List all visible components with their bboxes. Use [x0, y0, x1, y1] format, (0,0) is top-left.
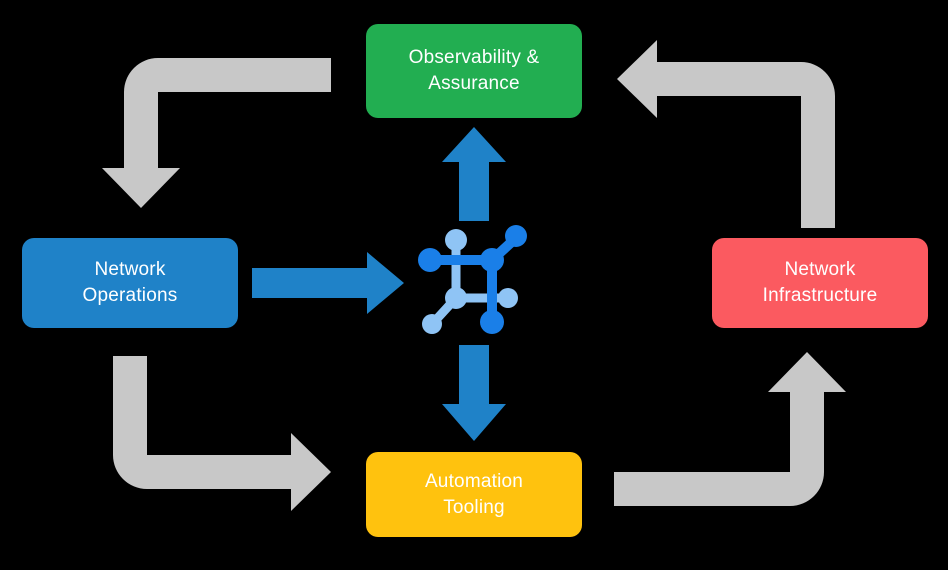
node-infrastructure-label: Network Infrastructure — [763, 257, 878, 308]
arrow-automation-to-infrastructure — [614, 352, 846, 506]
node-observability-line1: Observability & — [408, 47, 540, 69]
arrow-center-to-automation — [442, 345, 506, 441]
node-automation-label: Automation Tooling — [425, 469, 523, 520]
node-automation-line2: Tooling — [443, 496, 505, 518]
arrow-operations-to-automation — [113, 356, 331, 511]
arrow-center-to-observability — [442, 127, 506, 221]
network-topology-icon — [418, 225, 527, 334]
node-network-operations[interactable]: Network Operations — [22, 238, 238, 328]
arrow-observability-to-operations — [102, 58, 331, 208]
topology-nodes-dark — [418, 225, 527, 334]
node-automation-line1: Automation — [424, 470, 524, 492]
arrow-operations-to-center — [252, 252, 404, 314]
node-operations-label: Network Operations — [83, 257, 178, 308]
arrow-infrastructure-to-observability — [617, 40, 835, 228]
node-observability-label: Observability & Assurance — [409, 45, 540, 96]
node-observability-assurance[interactable]: Observability & Assurance — [366, 24, 582, 118]
node-network-infrastructure[interactable]: Network Infrastructure — [712, 238, 928, 328]
node-infrastructure-line2: Infrastructure — [762, 285, 878, 306]
node-automation-tooling[interactable]: Automation Tooling — [366, 452, 582, 537]
topology-nodes-light — [422, 229, 518, 334]
node-observability-line2: Assurance — [428, 73, 520, 94]
node-operations-line2: Operations — [82, 285, 178, 306]
node-infrastructure-line1: Network — [784, 259, 856, 281]
node-operations-line1: Network — [94, 259, 166, 281]
